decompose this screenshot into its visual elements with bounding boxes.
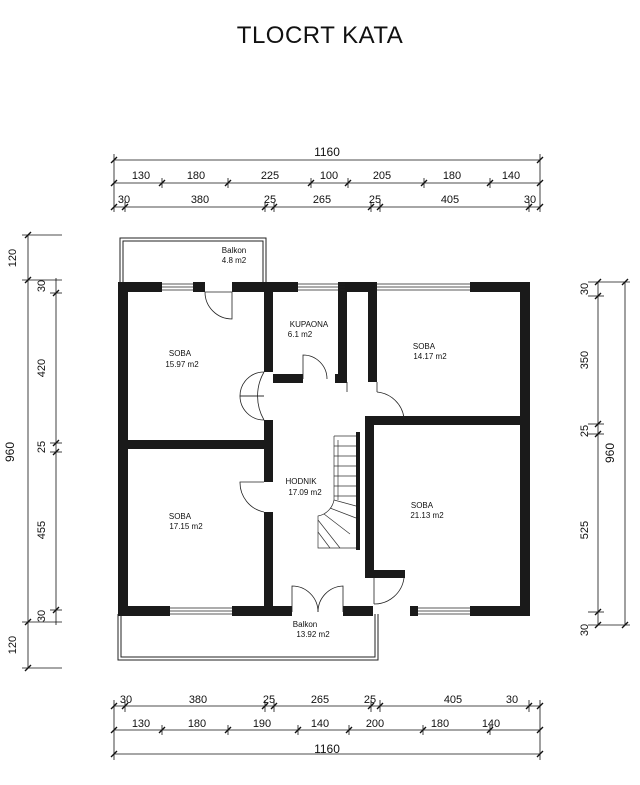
dim-top-row2: 30 380 25 265 25 405 30 [118,194,536,206]
dim-top-total: 1160 [314,145,340,159]
svg-text:140: 140 [502,170,520,182]
right-dimensions [588,278,630,629]
svg-text:120: 120 [7,636,19,654]
room-balkon-top: Balkon 4.8 m2 [222,246,247,265]
svg-text:Balkon: Balkon [293,620,317,629]
svg-text:420: 420 [36,359,48,377]
svg-text:140: 140 [311,718,329,730]
left-dimensions [22,231,62,672]
svg-text:205: 205 [373,170,391,182]
windows [162,283,470,615]
svg-text:30: 30 [36,610,48,622]
svg-text:455: 455 [36,521,48,539]
svg-text:6.1 m2: 6.1 m2 [288,330,313,339]
dim-right-segments: 30 350 25 525 30 [579,283,591,636]
svg-text:25: 25 [36,441,48,453]
svg-text:130: 130 [132,718,150,730]
room-balkon-bottom: Balkon 13.92 m2 [293,620,330,639]
svg-text:30: 30 [506,694,518,706]
svg-text:180: 180 [188,718,206,730]
dim-bottom-row2: 130 180 190 140 200 180 140 [132,718,500,730]
svg-text:350: 350 [579,351,591,369]
svg-text:Balkon: Balkon [222,246,246,255]
svg-text:25: 25 [263,694,275,706]
plan-title: TLOCRT KATA [236,22,404,49]
svg-text:15.97 m2: 15.97 m2 [165,360,199,369]
svg-text:13.92 m2: 13.92 m2 [296,630,330,639]
svg-text:140: 140 [482,718,500,730]
svg-text:21.13 m2: 21.13 m2 [410,511,444,520]
dim-left-segments: 120 30 420 25 455 30 120 [7,249,48,654]
dim-right-total: 960 [603,443,617,463]
svg-text:4.8 m2: 4.8 m2 [222,256,247,265]
svg-text:130: 130 [132,170,150,182]
svg-text:17.15 m2: 17.15 m2 [169,522,203,531]
svg-text:SOBA: SOBA [169,512,192,521]
svg-text:30: 30 [36,280,48,292]
walls [118,282,530,616]
svg-text:SOBA: SOBA [411,501,434,510]
svg-text:265: 265 [311,694,329,706]
svg-text:405: 405 [444,694,462,706]
svg-text:120: 120 [7,249,19,267]
svg-text:25: 25 [264,194,276,206]
svg-text:180: 180 [187,170,205,182]
svg-text:180: 180 [443,170,461,182]
dim-bottom-total: 1160 [314,742,340,756]
bottom-dimensions [110,700,544,760]
svg-text:25: 25 [369,194,381,206]
svg-text:SOBA: SOBA [169,349,192,358]
svg-text:25: 25 [364,694,376,706]
svg-text:25: 25 [579,425,591,437]
svg-text:225: 225 [261,170,279,182]
svg-text:30: 30 [579,283,591,295]
svg-text:SOBA: SOBA [413,342,436,351]
svg-text:KUPAONA: KUPAONA [290,320,329,329]
svg-text:100: 100 [320,170,338,182]
svg-text:190: 190 [253,718,271,730]
svg-text:525: 525 [579,521,591,539]
doors [204,291,405,613]
svg-text:200: 200 [366,718,384,730]
svg-text:380: 380 [191,194,209,206]
svg-text:265: 265 [313,194,331,206]
svg-text:HODNIK: HODNIK [285,477,317,486]
svg-text:405: 405 [441,194,459,206]
svg-text:30: 30 [579,624,591,636]
room-soba-nw: SOBA 15.97 m2 [165,349,199,369]
room-soba-se: SOBA 21.13 m2 [410,501,444,520]
stairs [317,435,357,549]
svg-text:30: 30 [524,194,536,206]
room-kupaona: KUPAONA 6.1 m2 [288,320,329,339]
dim-bottom-row1: 30 380 25 265 25 405 30 [120,694,518,706]
svg-text:30: 30 [118,194,130,206]
dim-left-total: 960 [3,442,17,462]
svg-text:14.17 m2: 14.17 m2 [413,352,447,361]
svg-text:30: 30 [120,694,132,706]
dim-top-row1: 130 180 225 100 205 180 140 [132,170,520,182]
svg-text:180: 180 [431,718,449,730]
balconies [117,237,379,661]
svg-text:380: 380 [189,694,207,706]
room-hodnik: HODNIK 17.09 m2 [285,477,322,497]
room-soba-ne: SOBA 14.17 m2 [413,342,447,361]
room-soba-sw: SOBA 17.15 m2 [169,512,203,531]
svg-text:17.09 m2: 17.09 m2 [288,488,322,497]
